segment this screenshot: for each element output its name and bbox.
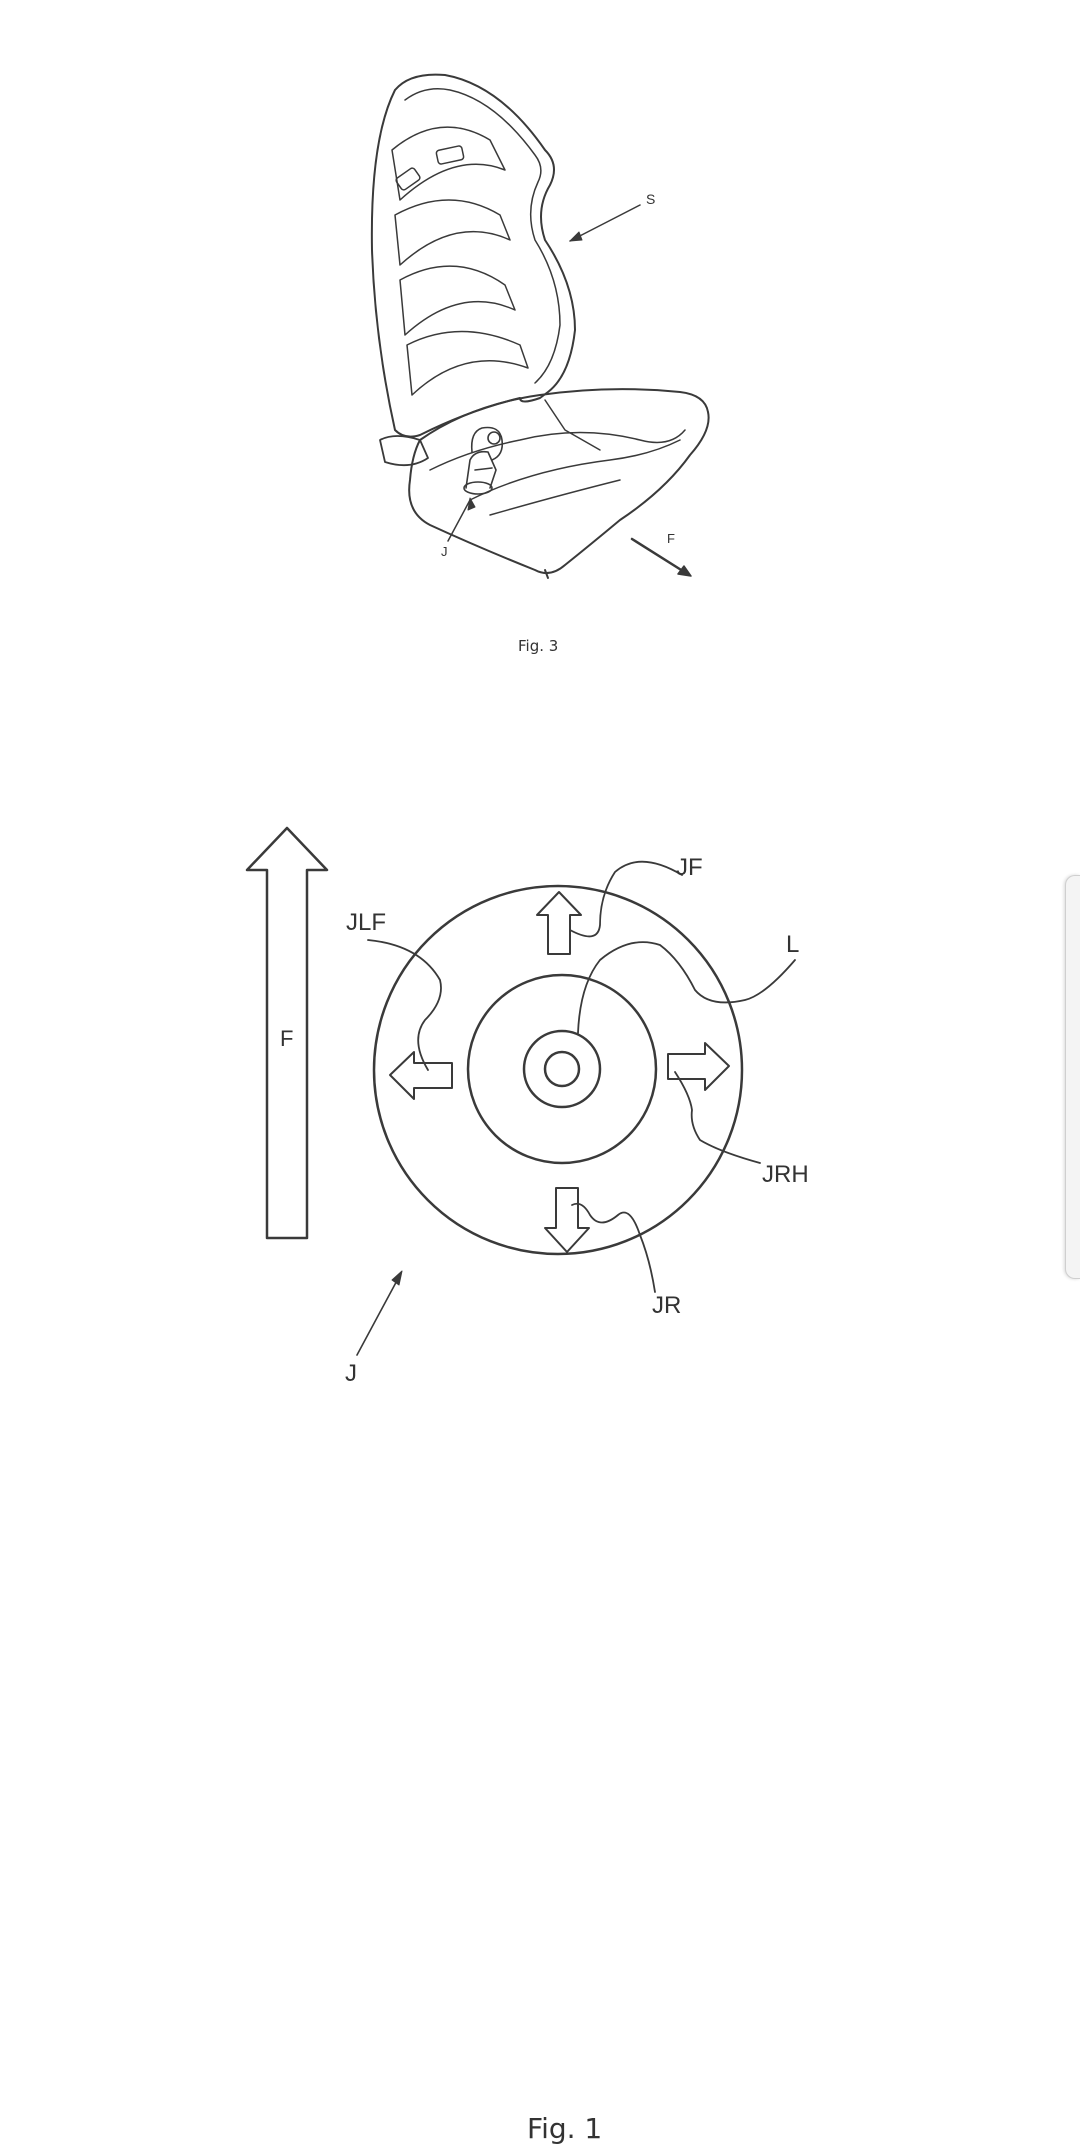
arrow-front xyxy=(536,891,582,955)
forward-arrow-fig3 xyxy=(630,537,688,575)
recline-lever xyxy=(379,435,429,467)
jr-label: JR xyxy=(652,1292,681,1319)
seat-label: S xyxy=(646,191,655,207)
side-scroll-handle[interactable] xyxy=(1065,875,1080,1279)
harness-slot-right xyxy=(435,145,465,165)
center-dot xyxy=(543,1050,581,1088)
seat-cushion-outline xyxy=(408,388,710,575)
seat-drawing: S J F xyxy=(370,73,710,579)
harness-slot-left xyxy=(395,167,421,191)
backrest-outline xyxy=(370,73,576,438)
joystick-diagram: F JF JLF L JRH JR J xyxy=(245,826,809,1387)
arrow-rear xyxy=(544,1187,590,1253)
forward-label-fig3: F xyxy=(667,531,675,546)
figure-3: S J F Fig. 3 xyxy=(0,0,1080,720)
outer-circle xyxy=(372,884,744,1256)
forward-label: F xyxy=(280,1026,293,1051)
mounted-joystick xyxy=(463,426,504,495)
j-label: J xyxy=(345,1360,357,1387)
jlf-label: JLF xyxy=(346,909,386,936)
inner-circle xyxy=(466,973,658,1165)
joystick-label-fig3: J xyxy=(441,544,448,559)
figure-1: F JF JLF L JRH JR J Fig. 1 xyxy=(0,760,1080,2145)
forward-arrow xyxy=(245,826,329,1240)
arrow-right xyxy=(667,1042,730,1091)
arrow-left xyxy=(389,1051,453,1100)
l-label: L xyxy=(786,931,799,958)
jf-label: JF xyxy=(676,854,703,881)
center-ring xyxy=(522,1029,602,1109)
fig3-caption: Fig. 3 xyxy=(518,637,559,655)
fig1-caption: Fig. 1 xyxy=(527,2112,603,2145)
jrh-label: JRH xyxy=(762,1161,809,1188)
